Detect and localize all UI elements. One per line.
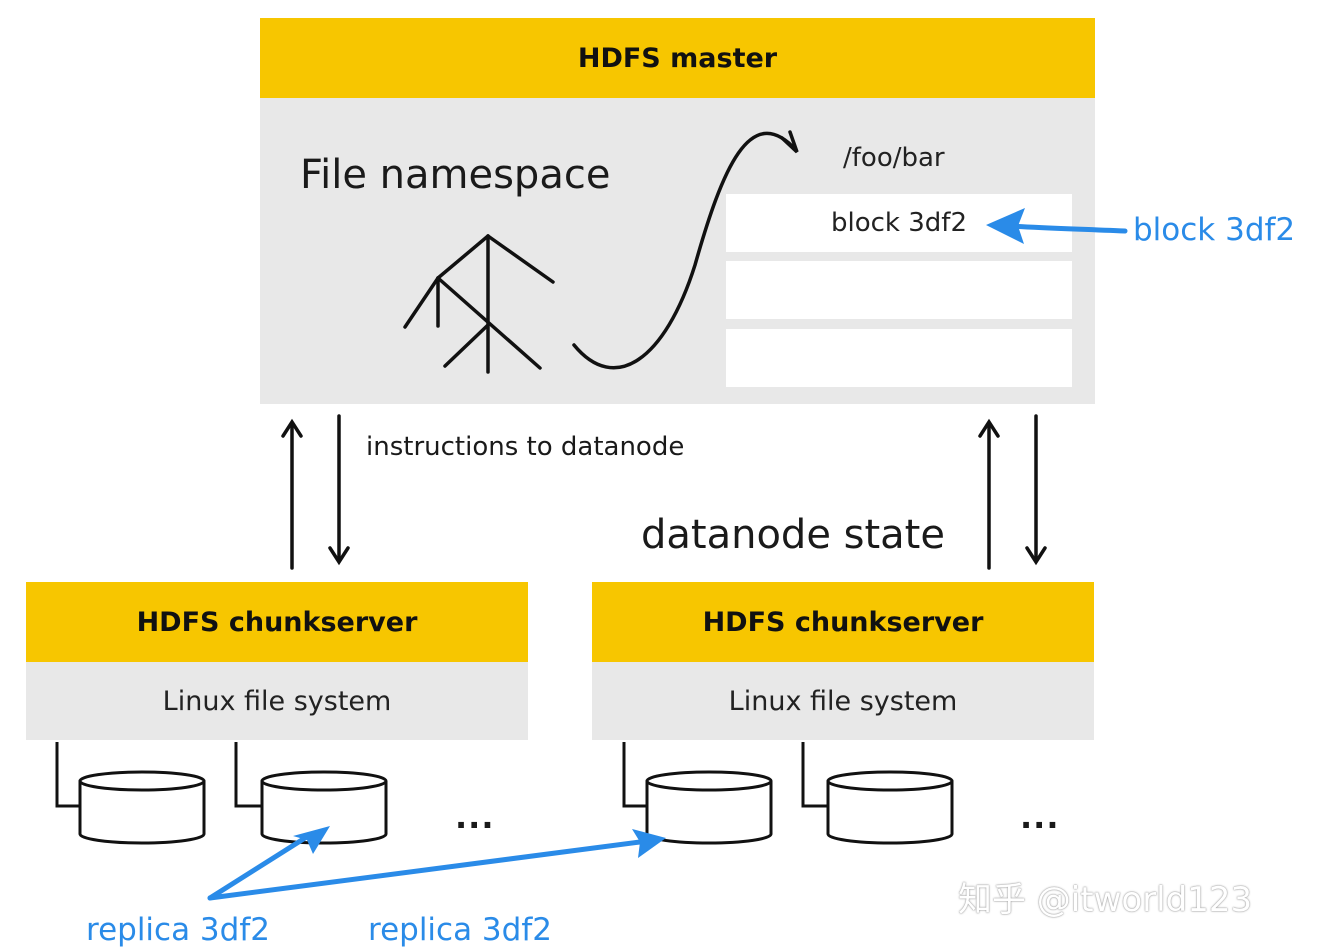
- left-link-arrows: [281, 414, 350, 570]
- empty-block-row: [726, 329, 1072, 387]
- block-row-label: block 3df2: [831, 208, 967, 238]
- file-namespace-label: File namespace: [300, 152, 611, 198]
- chunkserver-fs-panel: Linux file system: [26, 662, 528, 740]
- replica-label: replica 3df2: [368, 912, 552, 948]
- block-row: block 3df2: [726, 194, 1072, 252]
- master-title: HDFS master: [577, 42, 778, 74]
- chunkserver-title: HDFS chunkserver: [702, 606, 984, 638]
- disk-icon: [622, 742, 773, 845]
- ellipsis-label: ...: [455, 798, 495, 836]
- empty-block-row: [726, 261, 1072, 319]
- datanode-state-label: datanode state: [641, 512, 945, 558]
- linux-fs-label: Linux file system: [728, 685, 958, 717]
- disk-icon: [801, 742, 954, 845]
- path-label: /foo/bar: [843, 143, 945, 173]
- linux-fs-label: Linux file system: [162, 685, 392, 717]
- chunkserver-title: HDFS chunkserver: [136, 606, 418, 638]
- disk-icon: [55, 742, 206, 845]
- disk-icon: [234, 742, 388, 845]
- instructions-label: instructions to datanode: [366, 432, 685, 462]
- right-link-arrows: [978, 414, 1047, 570]
- external-block-label: block 3df2: [1133, 212, 1296, 248]
- ellipsis-label: ...: [1020, 798, 1060, 836]
- chunkserver-fs-panel: Linux file system: [592, 662, 1094, 740]
- replica-label: replica 3df2: [86, 912, 270, 948]
- master-header: HDFS master: [260, 18, 1095, 98]
- chunkserver-header: HDFS chunkserver: [26, 582, 528, 662]
- replica-arrows: [207, 826, 666, 901]
- watermark: 知乎 @itworld123: [958, 880, 1253, 920]
- chunkserver-header: HDFS chunkserver: [592, 582, 1094, 662]
